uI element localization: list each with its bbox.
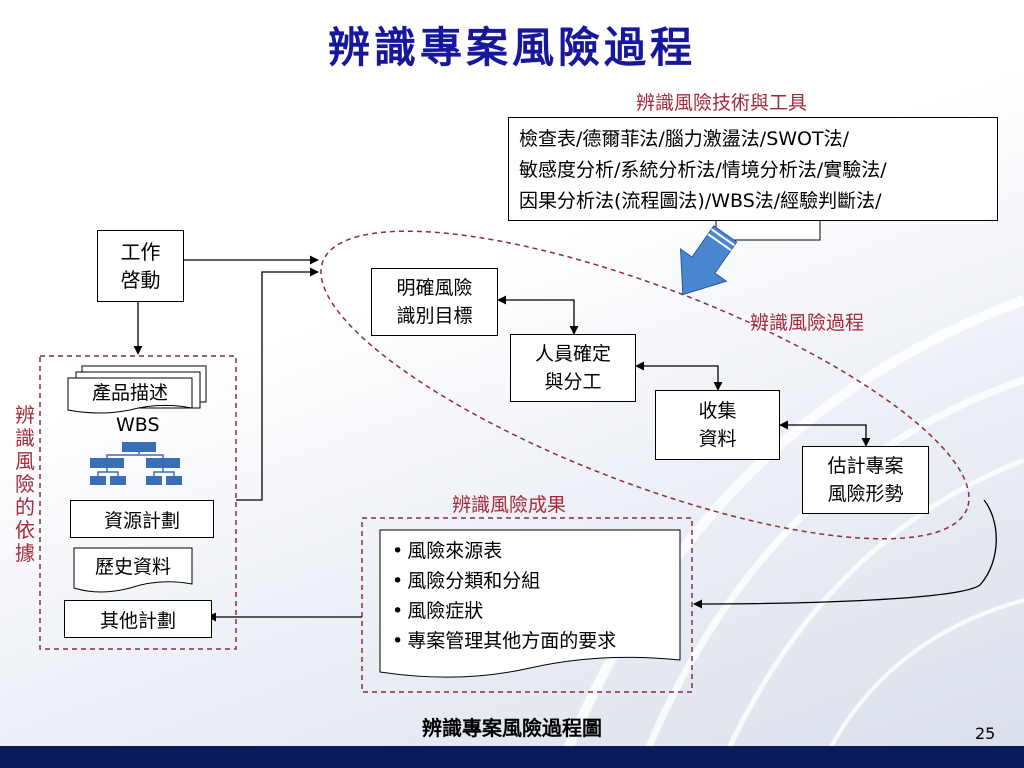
product-doc-front [67,377,193,414]
step-define-objectives: 明確風險 識別目標 [371,268,498,336]
footer-bar [0,746,1024,768]
product-description: 產品描述 [91,382,168,404]
slide-title: 辨識專案風險過程 [327,23,696,72]
resource-plan: 資源計劃 [70,500,214,538]
process-label: 辨識風險過程 [750,312,865,334]
list-item: 風險症狀 [392,596,672,626]
step-collect-data: 收集 資料 [655,390,780,460]
tools-label: 辨識風險技術與工具 [636,92,808,114]
step-line: 資料 [698,428,737,450]
results-label: 辨識風險成果 [452,494,567,516]
step-line: 識別目標 [396,305,473,327]
history-doc [73,547,193,593]
history-data: 歷史資料 [94,556,171,578]
diagram-caption: 辨識專案風險過程圖 [422,716,602,740]
wbs-tree-icon [90,442,182,485]
step-line: 風險形勢 [827,483,904,505]
tools-line: 檢查表/德爾菲法/腦力激盪法/SWOT法/ [519,128,850,150]
work-start-box: 工作 啓動 [97,230,184,302]
step-line: 估計專案 [827,455,904,477]
tools-line: 敏感度分析/系統分析法/情境分析法/實驗法/ [519,159,887,181]
step-staffing: 人員確定 與分工 [510,334,636,402]
step-line: 收集 [698,400,737,422]
results-list: 風險來源表 風險分類和分組 風險症狀 專案管理其他方面的要求 [392,536,672,656]
results-region [361,517,693,693]
step-line: 人員確定 [534,343,611,365]
tools-box: 檢查表/德爾菲法/腦力激盪法/SWOT法/ 敏感度分析/系統分析法/情境分析法/… [508,117,998,221]
basis-region [39,355,237,650]
work-start-line: 工作 [120,240,161,264]
step-line: 與分工 [544,371,602,393]
page-number: 25 [975,724,996,743]
tools-line: 因果分析法(流程圖法)/WBS法/經驗判斷法/ [519,190,882,212]
list-item: 專案管理其他方面的要求 [392,626,672,656]
tools-box-tab [715,221,821,241]
tools-to-process-arrow [679,225,738,296]
work-start-line: 啓動 [120,268,161,292]
wbs-label: WBS [116,414,160,436]
step-line: 明確風險 [396,277,473,299]
other-plan: 其他計劃 [64,600,212,638]
list-item: 風險來源表 [392,536,672,566]
basis-label: 辨識風險的依據 [15,403,35,565]
step-estimate-risk: 估計專案 風險形勢 [802,446,929,514]
list-item: 風險分類和分組 [392,566,672,596]
